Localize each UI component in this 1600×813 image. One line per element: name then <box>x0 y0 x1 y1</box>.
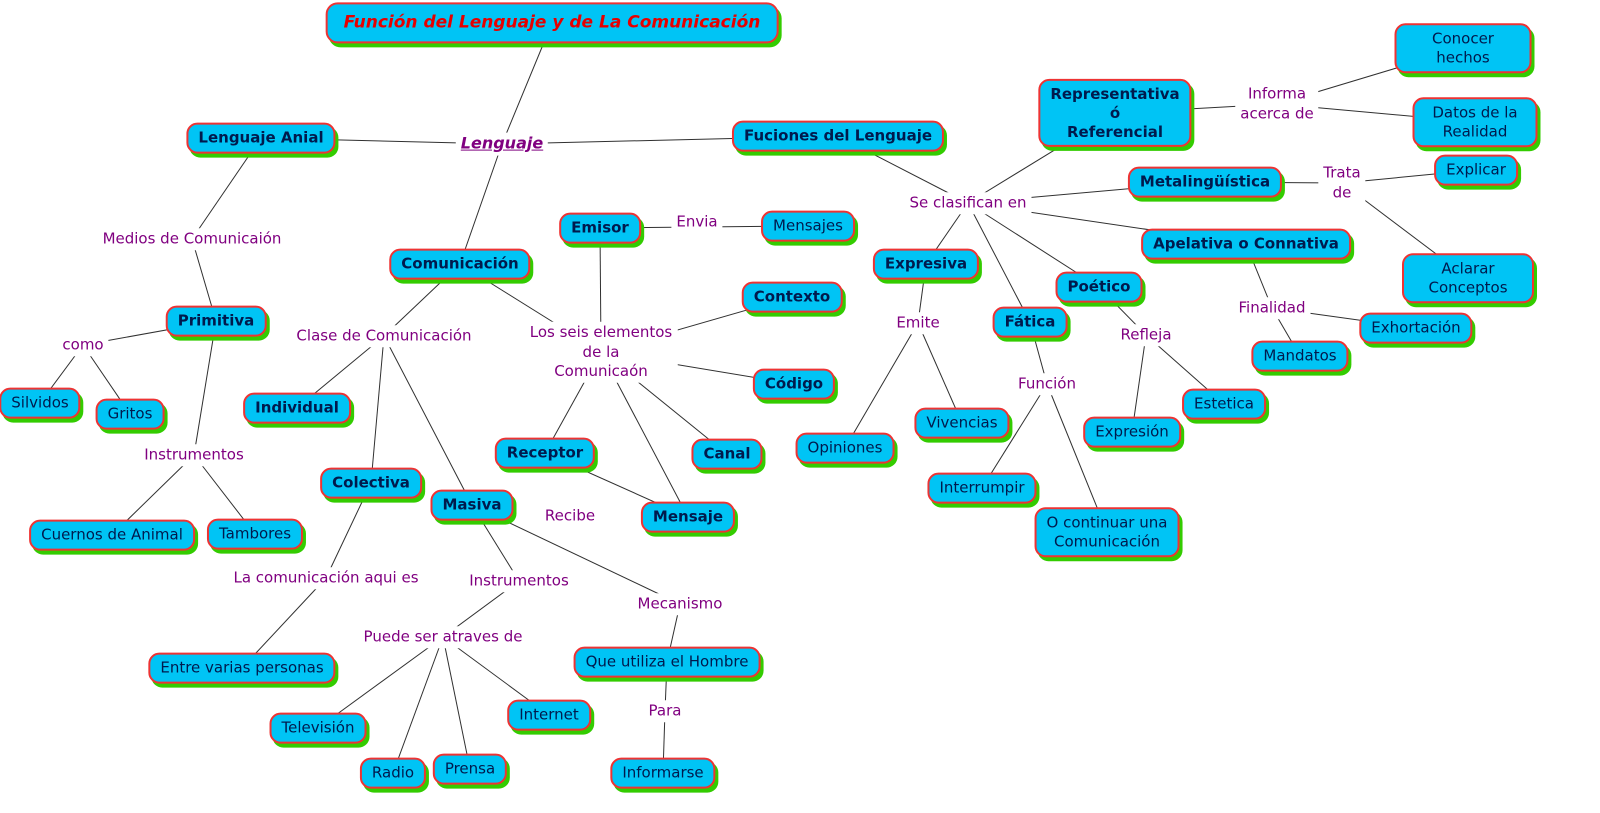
concept-node-fuciones[interactable]: Fuciones del Lenguaje <box>731 120 945 152</box>
concept-node-colectiva[interactable]: Colectiva <box>320 467 422 499</box>
concept-node-representativa[interactable]: Representativa ó Referencial <box>1038 78 1192 148</box>
concept-node-cuernos[interactable]: Cuernos de Animal <box>29 519 195 551</box>
link-label-instrumentos1: Instrumentos <box>139 444 249 466</box>
link-label-finalidad: Finalidad <box>1233 297 1311 319</box>
concept-node-contexto[interactable]: Contexto <box>741 281 843 313</box>
concept-node-gritos[interactable]: Gritos <box>95 398 165 430</box>
link-label-para: Para <box>643 700 687 722</box>
edge-masiva--mecanismo <box>471 504 681 605</box>
edge-funcion--interrumpir <box>981 383 1048 489</box>
link-label-refleja: Refleja <box>1115 324 1177 346</box>
link-label-mecanismo: Mecanismo <box>632 593 728 615</box>
concept-node-emisor[interactable]: Emisor <box>559 212 641 244</box>
concept-node-interrumpir[interactable]: Interrumpir <box>927 472 1037 504</box>
concept-node-radio[interactable]: Radio <box>359 757 427 789</box>
concept-node-mensajes[interactable]: Mensajes <box>761 210 855 242</box>
link-label-funcion: Función <box>1013 373 1081 395</box>
concept-node-aclarar[interactable]: Aclarar Conceptos <box>1402 253 1534 303</box>
link-label-instrumentos2: Instrumentos <box>464 570 574 592</box>
concept-node-explicar[interactable]: Explicar <box>1434 154 1518 186</box>
concept-node-fatica[interactable]: Fática <box>992 306 1068 338</box>
concept-node-continuar[interactable]: O continuar una Comunicación <box>1034 507 1180 557</box>
concept-node-title[interactable]: Función del Lenguaje y de La Comunicació… <box>325 2 779 44</box>
link-label-clase: Clase de Comunicación <box>291 325 477 347</box>
concept-node-masiva[interactable]: Masiva <box>430 489 514 521</box>
edge-clase--colectiva <box>370 335 385 484</box>
concept-node-internet[interactable]: Internet <box>507 699 591 731</box>
concept-node-primitiva[interactable]: Primitiva <box>165 305 267 337</box>
concept-node-que-utiliza[interactable]: Que utiliza el Hombre <box>573 646 761 678</box>
concept-node-canal[interactable]: Canal <box>691 438 763 470</box>
concept-node-prensa[interactable]: Prensa <box>432 753 508 785</box>
link-label-se-clasifican: Se clasifican en <box>904 192 1032 214</box>
concept-node-informarse[interactable]: Informarse <box>610 757 716 789</box>
edge-se-clasifican--fatica <box>967 202 1031 323</box>
concept-node-receptor[interactable]: Receptor <box>494 437 596 469</box>
concept-node-entre-varias[interactable]: Entre varias personas <box>148 652 336 684</box>
edge-lenguaje--comunicacion <box>459 143 503 265</box>
link-label-lenguaje: Lenguaje <box>455 132 549 156</box>
concept-node-exhortacion[interactable]: Exhortación <box>1359 312 1473 344</box>
concept-node-opiniones[interactable]: Opiniones <box>795 432 895 464</box>
link-label-trata: Trata de <box>1318 162 1366 204</box>
edge-clase--masiva <box>383 335 473 506</box>
link-label-puede-ser: Puede ser atraves de <box>358 626 528 648</box>
link-label-emite: Emite <box>891 312 945 334</box>
concept-node-conocer[interactable]: Conocer hechos <box>1394 23 1532 73</box>
concept-node-individual[interactable]: Individual <box>243 392 351 424</box>
edge-refleja--expresion <box>1131 334 1147 433</box>
edge-primitiva--instrumentos1 <box>193 320 217 456</box>
edge-emite--opiniones <box>844 322 919 449</box>
link-label-recibe: Recibe <box>539 505 601 527</box>
concept-node-apelativa[interactable]: Apelativa o Connativa <box>1141 228 1351 260</box>
concept-node-mandatos[interactable]: Mandatos <box>1251 340 1349 372</box>
concept-node-estetica[interactable]: Estetica <box>1182 388 1266 420</box>
link-label-como: como <box>57 334 109 356</box>
concept-node-mensaje[interactable]: Mensaje <box>640 501 736 533</box>
concept-node-poetico[interactable]: Poético <box>1055 271 1143 303</box>
edge-puede-ser--radio <box>392 636 444 774</box>
concept-node-vivencias[interactable]: Vivencias <box>914 407 1010 439</box>
concept-node-television[interactable]: Televisión <box>269 712 367 744</box>
link-label-envia: Envia <box>671 211 723 233</box>
concept-node-metalinguistica[interactable]: Metalingüística <box>1127 166 1283 198</box>
concept-node-lenguaje-anial[interactable]: Lenguaje Anial <box>186 122 336 154</box>
edge-puede-ser--prensa <box>442 636 471 770</box>
link-label-seis: Los seis elementos de la Comunicaón <box>524 321 678 383</box>
concept-node-comunicacion[interactable]: Comunicación <box>389 248 531 280</box>
link-label-medios: Medios de Comunicaión <box>97 228 287 250</box>
concept-node-codigo[interactable]: Código <box>752 368 836 400</box>
concept-node-silvidos[interactable]: Silvidos <box>0 387 81 419</box>
concept-node-expresiva[interactable]: Expresiva <box>872 248 980 280</box>
edge-colectiva--la-comunicacion <box>325 482 372 579</box>
concept-node-datos[interactable]: Datos de la Realidad <box>1412 97 1538 147</box>
edge-emite--vivencias <box>917 322 963 424</box>
concept-node-tambores[interactable]: Tambores <box>206 518 304 550</box>
concept-node-expresion[interactable]: Expresión <box>1083 416 1181 448</box>
link-label-la-comunicacion: La comunicación aqui es <box>228 567 424 589</box>
link-label-informa: Informa acerca de <box>1235 83 1319 125</box>
edge-lenguaje-anial--medios <box>191 137 262 240</box>
